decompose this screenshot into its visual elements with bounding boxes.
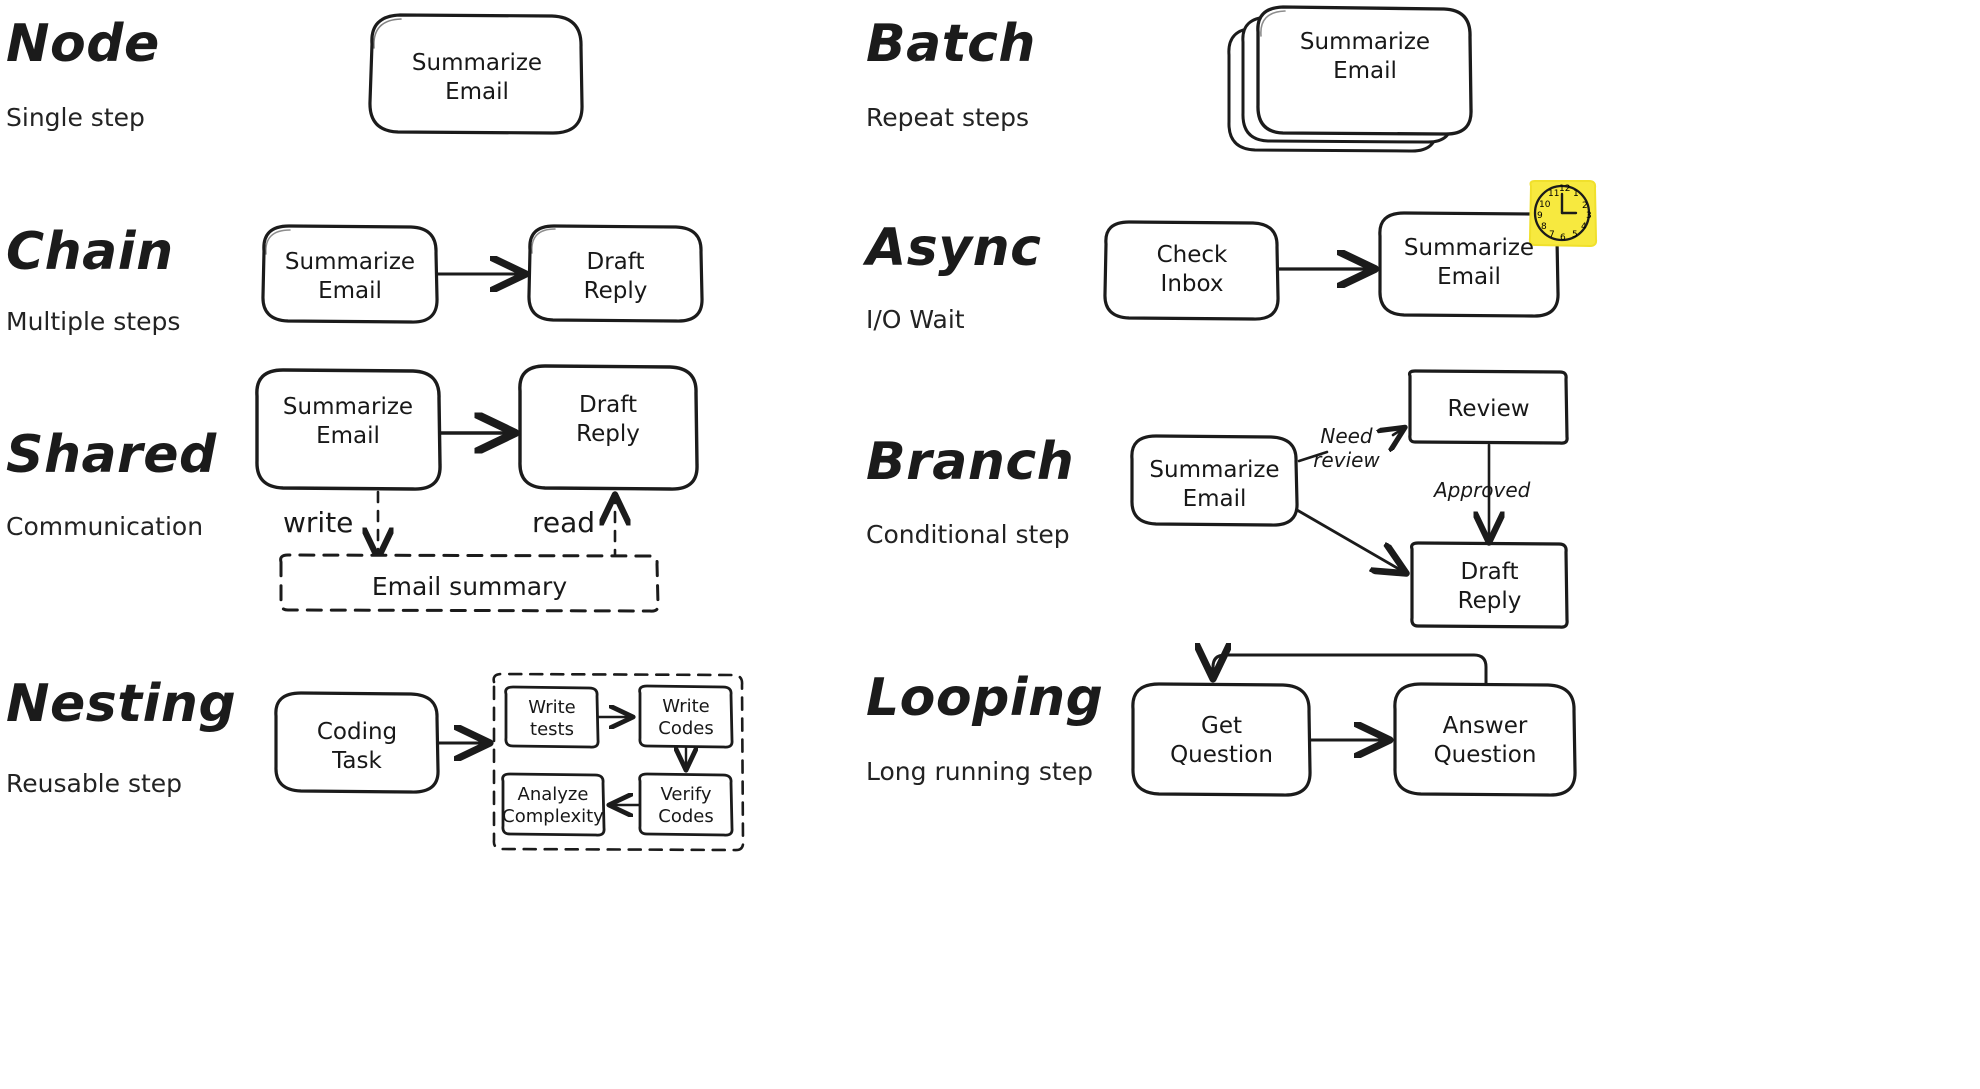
concept-title-async: Async: [866, 218, 1042, 278]
shared-shape-email-summary-store[interactable]: [279, 553, 660, 613]
concept-title-branch: Branch: [866, 432, 1075, 492]
concept-title-shared: Shared: [6, 425, 217, 485]
clock-hour-2: 2: [1582, 201, 1588, 211]
concept-title-looping: Looping: [866, 668, 1104, 728]
clock-hour-7: 7: [1549, 230, 1555, 240]
chain-shape-draft-reply[interactable]: [527, 224, 704, 323]
clock-hour-1: 1: [1573, 189, 1579, 199]
concept-subtitle-chain: Multiple steps: [6, 307, 181, 336]
nesting-shape-write-tests[interactable]: [504, 685, 600, 749]
shared-shape-draft-reply[interactable]: [518, 364, 699, 491]
clock-hour-5: 5: [1572, 230, 1578, 240]
batch-stack-shape[interactable]: [1227, 5, 1473, 153]
looping-shape-answer-question[interactable]: [1393, 682, 1577, 797]
edge-label-write: write: [283, 506, 354, 539]
async-shape-summarize-email[interactable]: [1378, 211, 1560, 318]
looping-edge-answer-to-get: [1213, 655, 1488, 686]
clock-hour-3: 3: [1586, 211, 1592, 221]
branch-shape-summarize-email[interactable]: [1130, 434, 1299, 527]
clock-hour-10: 10: [1539, 200, 1551, 210]
clock-hour-6: 6: [1560, 233, 1566, 243]
looping-shape-get-question[interactable]: [1131, 682, 1312, 797]
clock-hour-9: 9: [1537, 211, 1543, 221]
branch-edge-summarize-to-draft: [1295, 508, 1404, 572]
concept-subtitle-nesting: Reusable step: [6, 769, 183, 798]
branch-edge-need-review: [1297, 428, 1404, 463]
nesting-shape-write-codes[interactable]: [638, 684, 734, 749]
concept-subtitle-batch: Repeat steps: [866, 103, 1030, 132]
clock-numerals: 12 1 2 3 4 5 6 7 8 9 10 11: [1531, 181, 1597, 247]
nesting-shape-analyze-complexity[interactable]: [501, 772, 606, 837]
clock-hour-4: 4: [1581, 222, 1587, 232]
shared-shape-summarize-email[interactable]: [255, 368, 442, 491]
concept-title-chain: Chain: [6, 222, 174, 282]
edge-label-need-review: Need review: [1313, 424, 1380, 472]
clock-icon: [1528, 180, 1598, 247]
branch-shape-draft-reply[interactable]: [1410, 541, 1569, 629]
concept-subtitle-looping: Long running step: [866, 757, 1093, 786]
concept-title-nesting: Nesting: [6, 674, 237, 734]
edge-label-approved: Approved: [1434, 478, 1531, 502]
nesting-shape-coding-task[interactable]: [274, 691, 440, 794]
concept-subtitle-branch: Conditional step: [866, 520, 1070, 549]
concept-title-batch: Batch: [866, 14, 1036, 74]
nesting-shape-verify-codes[interactable]: [638, 772, 734, 837]
clock-hour-12: 12: [1559, 184, 1571, 194]
concept-subtitle-node: Single step: [6, 103, 145, 132]
chain-shape-summarize-email[interactable]: [261, 224, 439, 324]
edge-label-read: read: [532, 506, 596, 539]
concept-subtitle-async: I/O Wait: [866, 305, 965, 334]
concept-subtitle-shared: Communication: [6, 512, 204, 541]
branch-shape-review[interactable]: [1407, 369, 1569, 445]
clock-hour-11: 11: [1548, 189, 1560, 199]
concept-title-node: Node: [6, 14, 160, 74]
async-shape-check-inbox[interactable]: [1103, 220, 1280, 321]
clock-hour-8: 8: [1541, 222, 1547, 232]
node-shape-summarize-email[interactable]: [368, 13, 584, 135]
